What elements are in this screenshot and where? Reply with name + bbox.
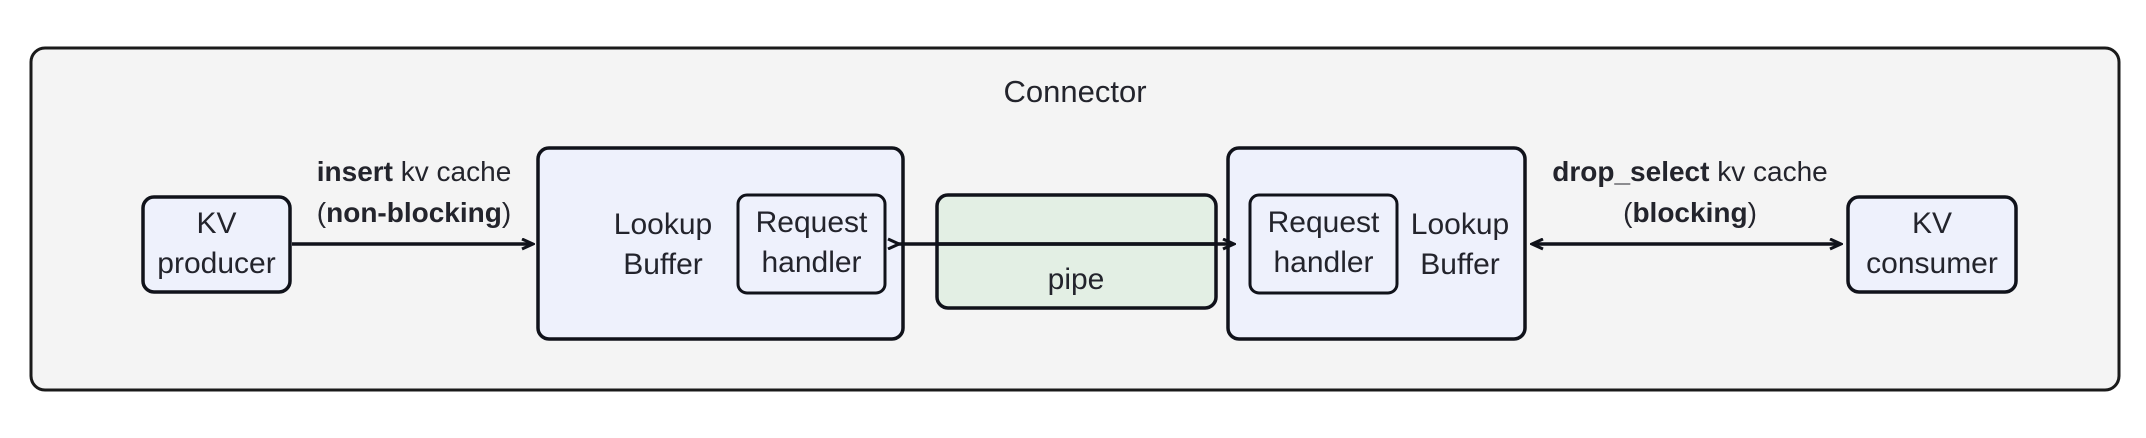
request-handler-right-label-line2: handler	[1273, 246, 1373, 279]
kv-producer-label-line2: producer	[157, 247, 275, 280]
kv-producer-label-line1: KV	[196, 207, 236, 240]
drop-select-edge-label-blocking: blocking	[1632, 197, 1747, 228]
request-handler-right-label-line1: Request	[1268, 206, 1380, 239]
connector-title: Connector	[1003, 74, 1146, 109]
insert-edge-label-rest: kv cache	[393, 156, 511, 187]
pipe-box[interactable]	[935, 193, 1218, 310]
request-handler-right-box[interactable]	[1248, 193, 1399, 295]
kv-consumer-box[interactable]	[1846, 195, 2018, 294]
insert-edge-label-paren-open: (	[317, 197, 327, 228]
insert-edge-label-line2: (non-blocking)	[317, 197, 511, 228]
insert-edge-label-paren-close: )	[502, 197, 511, 228]
node-kv-producer[interactable]: KV producer	[141, 195, 292, 294]
pipe-label-group: pipe	[1048, 263, 1105, 296]
insert-edge-label-nonblocking: non-blocking	[326, 197, 502, 228]
node-kv-consumer[interactable]: KV consumer	[1846, 195, 2018, 294]
pipe-label: pipe	[1048, 263, 1105, 296]
lookup-buffer-left-label-line1: Lookup	[614, 208, 712, 241]
drop-select-edge-label-paren-close: )	[1748, 197, 1757, 228]
lookup-buffer-right-label-line1: Lookup	[1411, 208, 1509, 241]
lookup-buffer-right-label-line2: Buffer	[1420, 248, 1500, 281]
drop-select-edge-label-line2: (blocking)	[1623, 197, 1757, 228]
request-handler-left-label-line2: handler	[761, 246, 861, 279]
insert-edge-label-bold: insert	[317, 156, 393, 187]
edge-insert-kv-cache: insert kv cache (non-blocking)	[292, 156, 532, 244]
kv-consumer-label-line2: consumer	[1866, 247, 1998, 280]
drop-select-edge-label-rest: kv cache	[1709, 156, 1827, 187]
drop-select-edge-label-bold: drop_select	[1552, 156, 1709, 187]
kv-consumer-label-line1: KV	[1912, 207, 1952, 240]
node-pipe[interactable]	[935, 193, 1218, 310]
insert-edge-label-line1: insert kv cache	[317, 156, 512, 187]
request-handler-left-label-line1: Request	[756, 206, 868, 239]
edge-drop-select-kv-cache: drop_select kv cache (blocking)	[1533, 156, 1840, 244]
node-request-handler-right[interactable]: Request handler	[1248, 193, 1399, 295]
drop-select-edge-label-paren-open: (	[1623, 197, 1633, 228]
lookup-buffer-left-label-line2: Buffer	[623, 248, 703, 281]
node-request-handler-left[interactable]: Request handler	[736, 193, 887, 295]
drop-select-edge-label-line1: drop_select kv cache	[1552, 156, 1827, 187]
request-handler-left-box[interactable]	[736, 193, 887, 295]
kv-producer-box[interactable]	[141, 195, 292, 294]
